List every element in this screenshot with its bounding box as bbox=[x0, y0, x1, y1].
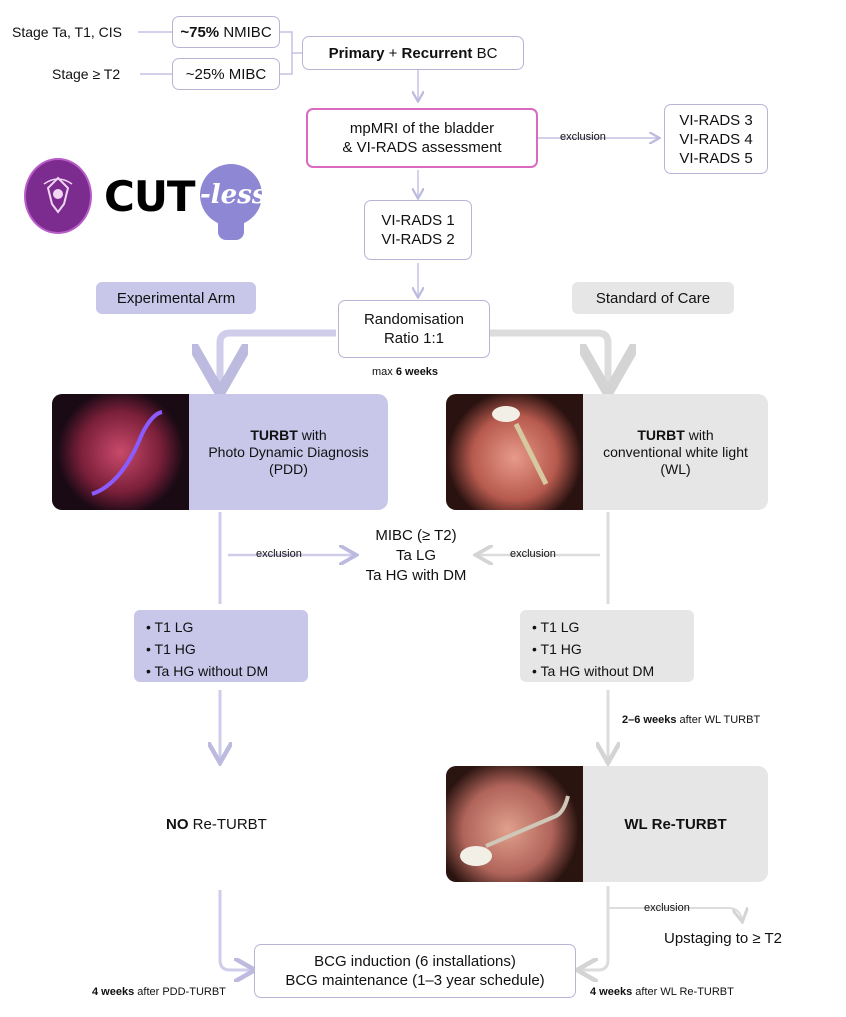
turbt-pdd-panel: TURBT with Photo Dynamic Diagnosis (PDD) bbox=[52, 394, 388, 510]
vi-rads-1: VI-RADS 1 bbox=[381, 212, 455, 229]
standard-of-care-label: Standard of Care bbox=[572, 282, 734, 314]
left-list-item: • T1 HG bbox=[146, 641, 196, 657]
wl-instrument-icon bbox=[492, 406, 549, 486]
bcg-box: BCG induction (6 installations) BCG main… bbox=[254, 944, 576, 998]
vi-rads-2: VI-RADS 2 bbox=[381, 231, 455, 248]
mpmri-box: mpMRI of the bladder & VI-RADS assessmen… bbox=[306, 108, 538, 168]
exclusion-label-right: exclusion bbox=[510, 548, 556, 560]
nmibc-text: NMIBC bbox=[223, 23, 272, 41]
nmibc-box: ~75% NMIBC bbox=[172, 16, 280, 48]
excluded-ta-hg-dm: Ta HG with DM bbox=[365, 567, 467, 584]
turbt-wl-line3: (WL) bbox=[660, 460, 691, 477]
turbt-pdd-line2: Photo Dynamic Diagnosis bbox=[208, 443, 369, 460]
wl-endoscopy-image bbox=[446, 394, 583, 510]
no-re-turbt-rest: Re-TURBT bbox=[192, 816, 267, 833]
re-turbt-timing-rest: after WL TURBT bbox=[679, 714, 761, 726]
randomisation-box: Randomisation Ratio 1:1 bbox=[338, 300, 490, 358]
pdd-endoscopy-image bbox=[52, 394, 189, 510]
excluded-mibc: MIBC (≥ T2) bbox=[375, 527, 457, 544]
vi-rads-4: VI-RADS 4 bbox=[679, 130, 753, 148]
vi-rads-high-box: VI-RADS 3 VI-RADS 4 VI-RADS 5 bbox=[664, 104, 768, 174]
upstaging-label: Upstaging to ≥ T2 bbox=[664, 930, 783, 947]
right-eligible-list: • T1 LG • T1 HG • Ta HG without DM bbox=[520, 610, 694, 682]
logo-bladder-neck bbox=[218, 220, 244, 240]
left-timing-rest: after PDD-TURBT bbox=[137, 986, 226, 998]
turbt-wl-with: with bbox=[688, 426, 714, 443]
max-weeks-value: 6 weeks bbox=[395, 366, 439, 378]
turbt-pdd-with: with bbox=[301, 426, 327, 443]
excluded-ta-lg: Ta LG bbox=[395, 547, 437, 564]
right-bcg-timing: 4 weeks after WL Re-TURBT bbox=[590, 986, 734, 998]
re-turbt-timing: 2–6 weeks after WL TURBT bbox=[622, 714, 760, 726]
bc-recurrent: Recurrent bbox=[401, 44, 473, 62]
bc-plus: + bbox=[388, 44, 398, 62]
stage-nmibc-label: Stage Ta, T1, CIS bbox=[12, 24, 122, 40]
wl-re-turbt-text: WL Re-TURBT bbox=[624, 815, 727, 833]
max-weeks-label: max 6 weeks bbox=[372, 366, 438, 378]
turbt-wl-line2: conventional white light bbox=[603, 443, 748, 460]
left-list-item: • Ta HG without DM bbox=[146, 663, 269, 679]
vi-rads-5: VI-RADS 5 bbox=[679, 149, 753, 167]
university-seal-logo bbox=[24, 158, 92, 234]
right-list-item: • T1 HG bbox=[532, 641, 582, 657]
seal-emblem-icon bbox=[43, 176, 73, 214]
mpmri-line1: mpMRI of the bladder bbox=[349, 120, 495, 137]
logo-bladder-shape bbox=[200, 164, 262, 226]
turbt-wl-text: TURBT with conventional white light (WL) bbox=[583, 427, 768, 478]
left-bcg-timing: 4 weeks after PDD-TURBT bbox=[92, 986, 226, 998]
exclusion-label-upstaging: exclusion bbox=[644, 902, 690, 914]
experimental-arm-label: Experimental Arm bbox=[96, 282, 256, 314]
re-turbt-timing-bold: 2–6 weeks bbox=[622, 714, 677, 726]
no-re-turbt-bold: NO bbox=[166, 816, 189, 833]
mpmri-line2: & VI-RADS assessment bbox=[342, 139, 502, 156]
right-timing-rest: after WL Re-TURBT bbox=[635, 986, 734, 998]
turbt-pdd-text: TURBT with Photo Dynamic Diagnosis (PDD) bbox=[189, 427, 388, 478]
wl-re-turbt-panel: WL Re-TURBT bbox=[446, 766, 768, 882]
turbt-pdd-line3: (PDD) bbox=[269, 460, 308, 477]
left-eligible-list: • T1 LG • T1 HG • Ta HG without DM bbox=[134, 610, 308, 682]
exclusion-label-mri: exclusion bbox=[560, 131, 606, 143]
bcg-induction: BCG induction (6 installations) bbox=[314, 953, 516, 970]
vi-rads-3: VI-RADS 3 bbox=[679, 111, 753, 129]
logo-less-text: -less bbox=[200, 180, 267, 210]
turbt-wl-bold: TURBT bbox=[637, 426, 685, 443]
randomisation-line2: Ratio 1:1 bbox=[383, 330, 445, 347]
left-list-item: • T1 LG bbox=[146, 619, 194, 635]
right-list-item: • T1 LG bbox=[532, 619, 580, 635]
pdd-instrument-icon bbox=[91, 410, 163, 496]
bc-suffix: BC bbox=[476, 44, 498, 62]
vi-rads-low-box: VI-RADS 1 VI-RADS 2 bbox=[364, 200, 472, 260]
right-list-item: • Ta HG without DM bbox=[532, 663, 655, 679]
randomisation-line1: Randomisation bbox=[363, 311, 465, 328]
re-turbt-instrument-icon bbox=[460, 795, 570, 866]
no-re-turbt-label: NO Re-TURBT bbox=[166, 816, 267, 833]
left-timing-bold: 4 weeks bbox=[92, 986, 135, 998]
right-timing-bold: 4 weeks bbox=[590, 986, 633, 998]
excluded-categories: MIBC (≥ T2) Ta LG Ta HG with DM bbox=[356, 526, 476, 586]
mibc-box: ~25% MIBC bbox=[172, 58, 280, 90]
exclusion-label-left: exclusion bbox=[256, 548, 302, 560]
turbt-wl-panel: TURBT with conventional white light (WL) bbox=[446, 394, 768, 510]
bc-primary: Primary bbox=[328, 44, 385, 62]
stage-mibc-label: Stage ≥ T2 bbox=[52, 66, 121, 82]
wl-re-turbt-image bbox=[446, 766, 583, 882]
logo-cut-text: CUT bbox=[104, 172, 196, 221]
turbt-pdd-bold: TURBT bbox=[250, 426, 298, 443]
max-weeks-prefix: max bbox=[372, 366, 393, 378]
primary-recurrent-bc-box: Primary + Recurrent BC bbox=[302, 36, 524, 70]
bcg-maintenance: BCG maintenance (1–3 year schedule) bbox=[285, 972, 545, 989]
nmibc-percent: ~75% bbox=[180, 23, 220, 41]
